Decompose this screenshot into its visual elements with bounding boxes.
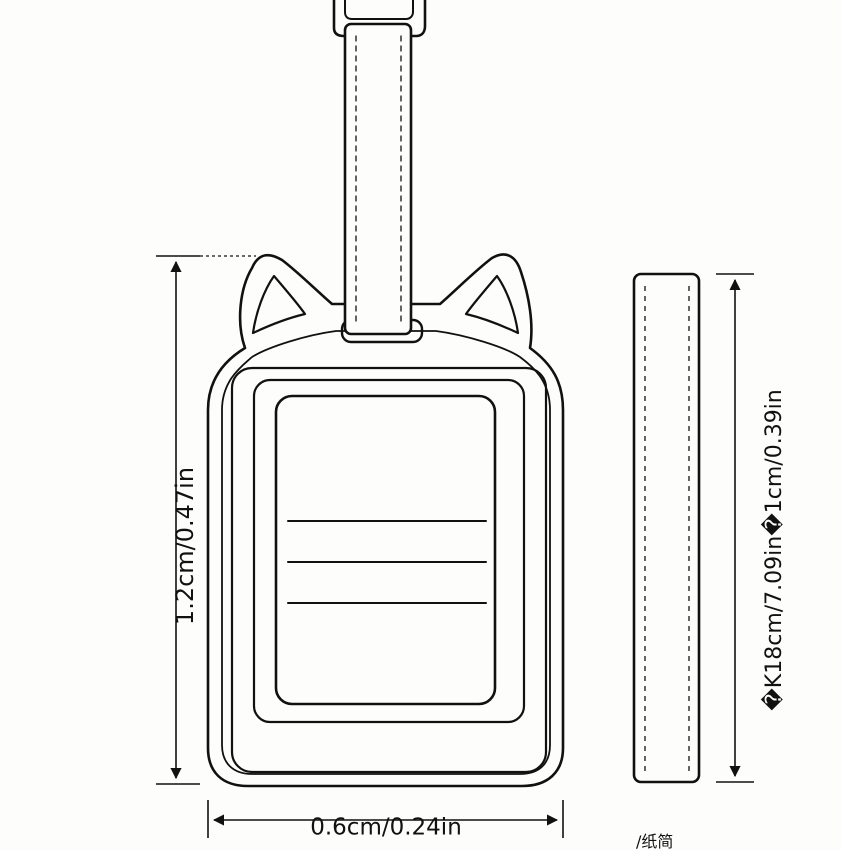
strap-loop-icon <box>332 0 427 336</box>
strap-dimension <box>716 273 754 783</box>
height-label: 1.2cm/0.47in <box>171 466 199 626</box>
card-frame <box>230 366 548 774</box>
partial-label: /纸简 <box>636 832 674 851</box>
height-dimension <box>156 255 256 785</box>
strap-body <box>343 22 413 336</box>
left-ear-inner <box>251 274 307 335</box>
tag-inner-outline <box>221 330 551 775</box>
luggage-tag-icon <box>206 253 565 788</box>
tag-outline <box>206 253 565 788</box>
card-frame-inner <box>252 378 526 724</box>
strap-buckle-inner <box>344 0 414 20</box>
right-ear-inner <box>464 274 520 335</box>
width-dimension <box>207 800 564 838</box>
card-window <box>274 394 497 706</box>
strap-size-label: �K18cm/7.09in�1cm/0.39in <box>762 389 787 711</box>
side-strap-body <box>632 272 701 784</box>
strap-icon <box>632 272 701 784</box>
width-label: 0.6cm/0.24in <box>310 814 462 841</box>
